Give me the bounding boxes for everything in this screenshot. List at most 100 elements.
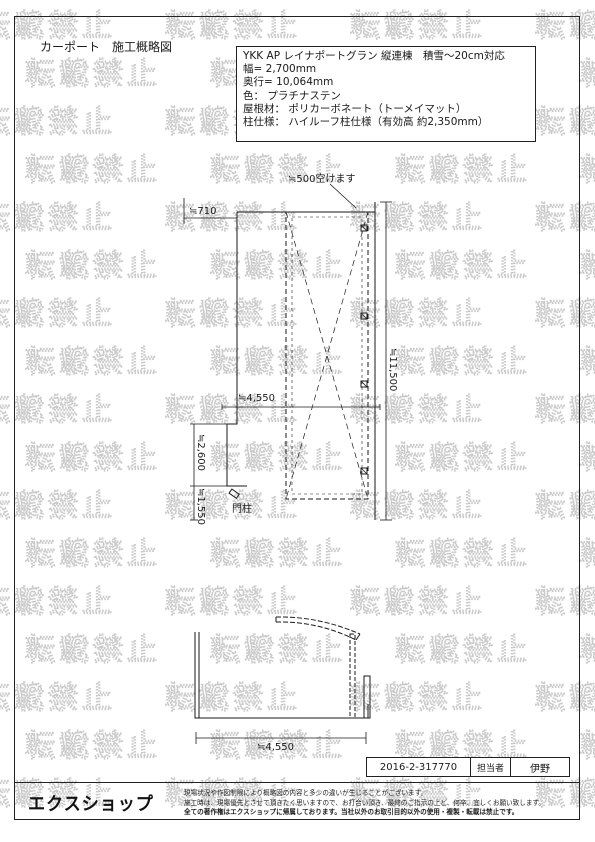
watermark-stamp: 転載禁止 (0, 105, 116, 140)
watermark-stamp: 転載禁止 (210, 249, 346, 284)
watermark-stamp: 転載禁止 (210, 345, 346, 380)
watermark-stamp: 転載禁止 (580, 441, 595, 476)
gap-leader (329, 183, 357, 209)
spec-product: YKK AP レイナポートグラン 縦連棟 積雪〜20cm対応 (243, 50, 505, 62)
watermark-stamp: 転載禁止 (210, 537, 346, 572)
watermark-stamp: 転載禁止 (350, 9, 486, 44)
watermark-stamp: 転載禁止 (350, 489, 486, 524)
elevation-roof (275, 616, 361, 635)
spec-width: 幅= 2,700mm (243, 63, 317, 76)
staff-label: 担当者 (471, 758, 511, 776)
spec-color: 色： プラチナステン (243, 89, 341, 102)
gate-post (228, 488, 240, 500)
watermark-stamp: 転載禁止 (535, 489, 595, 524)
spec-depth: 奥行= 10,064mm (243, 76, 334, 89)
watermark-stamp: 転載禁止 (350, 393, 486, 428)
site-boundary (226, 212, 247, 487)
carport-inner-outline (291, 216, 363, 495)
watermark-stamp: 転載禁止 (25, 537, 161, 572)
watermark-stamp: 転載禁止 (25, 249, 161, 284)
watermark-stamp: 転載禁止 (0, 393, 116, 428)
watermark-stamp: 転載禁止 (0, 297, 116, 332)
watermark-stamp: 転載禁止 (395, 441, 531, 476)
elevation-view: ≒4,550 (194, 616, 371, 753)
watermark-stamp: 転載禁止 (395, 249, 531, 284)
watermark-stamp: 転載禁止 (535, 393, 595, 428)
watermark-stamp: 転載禁止 (25, 441, 161, 476)
company-logo: エクスショップ (28, 794, 154, 815)
note-2: 施工時は、現場優先とさせて頂きたく思いますので、お打合い頂き、最終のご指示の上ど… (184, 798, 545, 807)
watermark-stamp: 転載禁止 (210, 153, 346, 188)
footer-separator (14, 782, 580, 783)
watermark-stamp: 転載禁止 (165, 393, 301, 428)
left-bottom-label: ≒1,550 (195, 488, 206, 525)
watermark-stamp: 転載禁止 (0, 201, 116, 236)
watermark-stamp: 転載禁止 (395, 345, 531, 380)
post-3 (360, 380, 368, 388)
watermark-stamp: 転載禁止 (580, 345, 595, 380)
watermark-stamp: 転載禁止 (395, 537, 531, 572)
watermark-stamp: 転載禁止 (25, 729, 161, 764)
sheet-frame (14, 16, 580, 820)
watermark-stamp: 転載禁止 (535, 681, 595, 716)
width-total-label: ≒4,550 (238, 393, 275, 404)
watermark-stamp: 転載禁止 (350, 585, 486, 620)
watermark-stamp: 転載禁止 (165, 201, 301, 236)
depth-label: ≒11,500 (387, 348, 398, 391)
watermark-stamp: 転載禁止 (25, 153, 161, 188)
watermark-stamp: 転載禁止 (580, 57, 595, 92)
footer-notes: 現場状況や作図制限により概略図の内容と多少の違いが生じることがございます。 施工… (184, 789, 574, 818)
elevation-post (349, 633, 356, 719)
spec-post: 柱仕様： ハイルーフ柱仕様（有効高 約2,350mm） (243, 116, 489, 129)
watermark-stamp: 転載禁止 (0, 489, 116, 524)
spec-roof: 屋根材： ポリカーボネート（トーメイマット） (243, 102, 467, 115)
watermark-stamp: 転載禁止 (165, 297, 301, 332)
watermark-stamp: 転載禁止 (165, 585, 301, 620)
watermark-stamp: 転載禁止 (350, 297, 486, 332)
watermark-stamp: 転載禁止 (0, 681, 116, 716)
drawing-title: カーポート 施工概略図 (40, 40, 173, 54)
elevation-width-label: ≒4,550 (257, 742, 294, 753)
watermark-stamp: 転載禁止 (0, 585, 116, 620)
watermark-stamp: 転載禁止 (535, 585, 595, 620)
watermark-stamp: 転載禁止 (535, 9, 595, 44)
spec-box: YKK AP レイナポートグラン 縦連棟 積雪〜20cm対応 幅= 2,700m… (236, 46, 536, 142)
watermark-stamp: 転載禁止 (535, 201, 595, 236)
elevation-ground (194, 632, 369, 719)
watermark-stamp: 転載禁止 (580, 537, 595, 572)
staff-name: 伊野 (530, 763, 550, 775)
watermark-stamp: 転載禁止 (535, 105, 595, 140)
gap-label: ≒500空けます (288, 172, 355, 185)
left-lower-label: ≒2,600 (195, 434, 206, 471)
watermark-stamp: 転載禁止 (580, 633, 595, 668)
watermark-stamp: 転載禁止 (25, 633, 161, 668)
watermark-stamp: 転載禁止 (165, 9, 301, 44)
gate-post-label: 門柱 (232, 502, 252, 515)
plan-view: ≒500空けます ≒710 ≒4,550 ≒2,600 ≒1,550 ≒11,5… (183, 172, 398, 525)
watermark-stamp: 転載禁止 (210, 633, 346, 668)
watermark-stamp: 転載禁止 (210, 441, 346, 476)
watermark-stamp: 転載禁止 (350, 681, 486, 716)
watermark-stamp: 転載禁止 (165, 681, 301, 716)
watermark-stamp: 転載禁止 (580, 153, 595, 188)
title-block: 2016-2-317770 担当者 伊野 (366, 757, 570, 777)
watermark-stamp: 転載禁止 (25, 345, 161, 380)
watermark-stamp: 転載禁止 (0, 9, 116, 44)
watermark-stamp: 転載禁止 (395, 153, 531, 188)
post-1 (360, 224, 368, 232)
watermark-stamp: 転載禁止 (210, 729, 346, 764)
post-2 (360, 312, 368, 320)
watermark-stamp: 転載禁止 (580, 729, 595, 764)
watermark-stamp: 転載禁止 (350, 201, 486, 236)
post-4 (360, 467, 368, 475)
elevation-right-block (363, 675, 371, 719)
watermark-stamp: 転載禁止 (395, 633, 531, 668)
drawing-number: 2016-2-317770 (367, 758, 471, 776)
note-1: 現場状況や作図制限により概略図の内容と多少の違いが生じることがございます。 (184, 789, 428, 797)
watermark-stamp: 転載禁止 (535, 297, 595, 332)
watermark-stamp: 転載禁止 (25, 57, 161, 92)
carport-roof-footprint (285, 211, 369, 500)
